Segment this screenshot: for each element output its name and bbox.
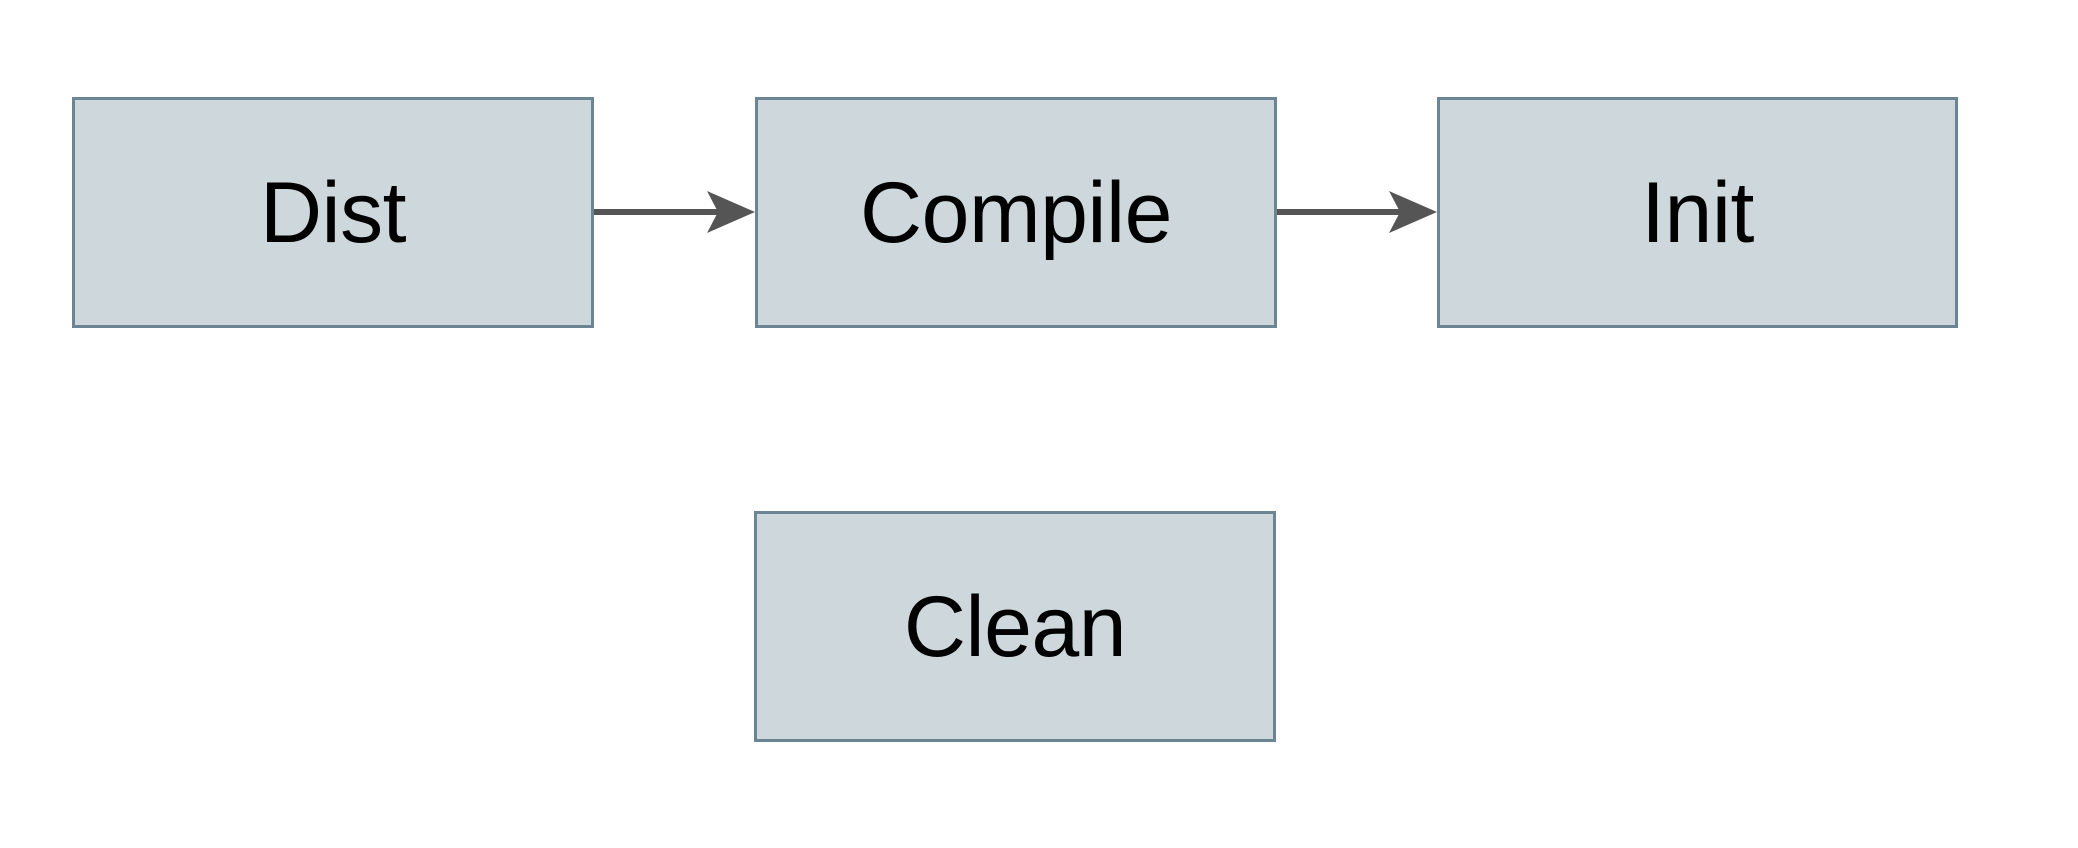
diagram-node-label: Dist	[259, 164, 407, 261]
arrowhead-icon	[1389, 191, 1437, 233]
diagram-node-init[interactable]: Init	[1437, 97, 1958, 328]
diagram-edge-dist-to-compile[interactable]	[594, 176, 755, 248]
arrowhead-icon	[707, 191, 755, 233]
diagram-node-compile[interactable]: Compile	[755, 97, 1277, 328]
diagram-node-label: Compile	[860, 164, 1172, 261]
diagram-edge-compile-to-init[interactable]	[1277, 176, 1437, 248]
diagram-node-clean[interactable]: Clean	[754, 511, 1276, 742]
diagram-node-dist[interactable]: Dist	[72, 97, 594, 328]
diagram-node-label: Clean	[903, 578, 1127, 675]
diagram-node-label: Init	[1641, 164, 1754, 261]
